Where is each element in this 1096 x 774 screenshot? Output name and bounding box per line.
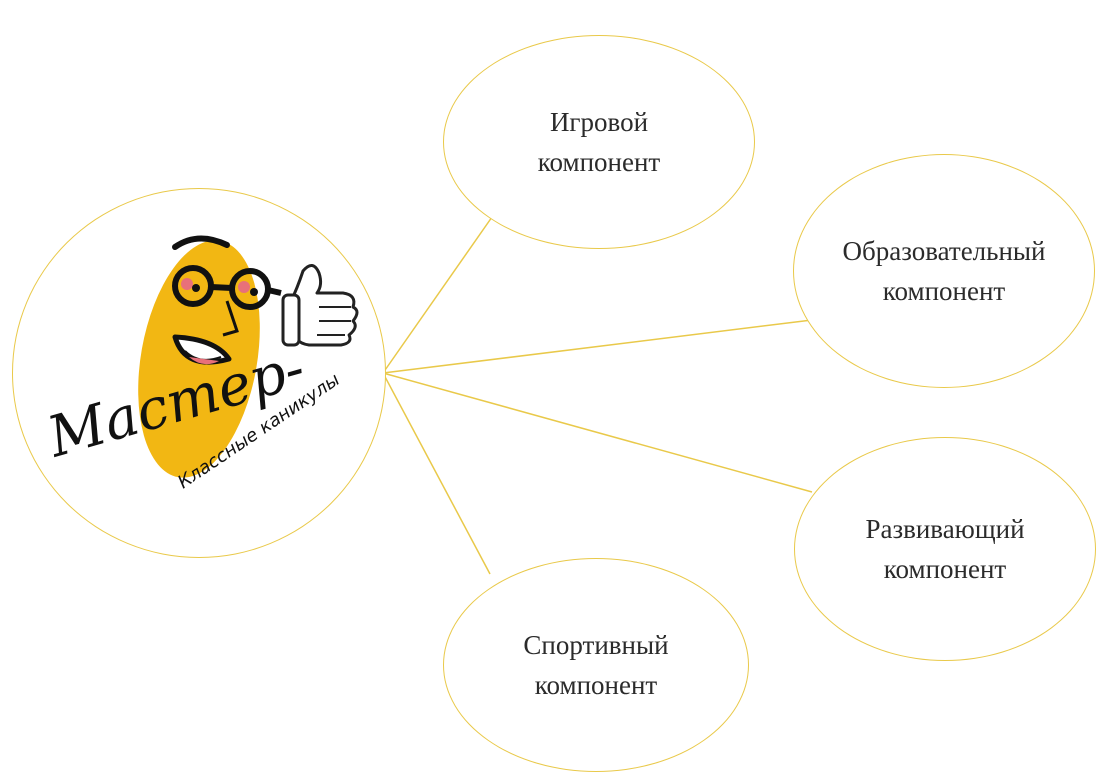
connector-sport — [382, 372, 491, 575]
connector-education — [382, 319, 813, 374]
connector-development — [382, 372, 813, 493]
bubble-development-component: Развивающий компонент — [794, 437, 1096, 661]
bubble-education-component: Образовательный компонент — [793, 154, 1095, 388]
bubble-label: Игровой компонент — [537, 107, 661, 177]
logo-circle: Мастер- Классные каникулы — [12, 188, 386, 558]
mouth-icon — [172, 334, 232, 365]
glasses-icon — [172, 265, 282, 310]
bubble-label: Образовательный компонент — [842, 236, 1046, 306]
bubble-label: Развивающий компонент — [865, 514, 1025, 584]
mascot-logo: Мастер- Классные каникулы — [40, 235, 359, 493]
thumbs-up-icon — [281, 264, 359, 347]
bubble-game-component: Игровой компонент — [443, 35, 755, 249]
connector-game — [382, 216, 493, 374]
bubble-sport-component: Спортивный компонент — [443, 558, 749, 772]
bubble-label: Спортивный компонент — [523, 630, 669, 700]
